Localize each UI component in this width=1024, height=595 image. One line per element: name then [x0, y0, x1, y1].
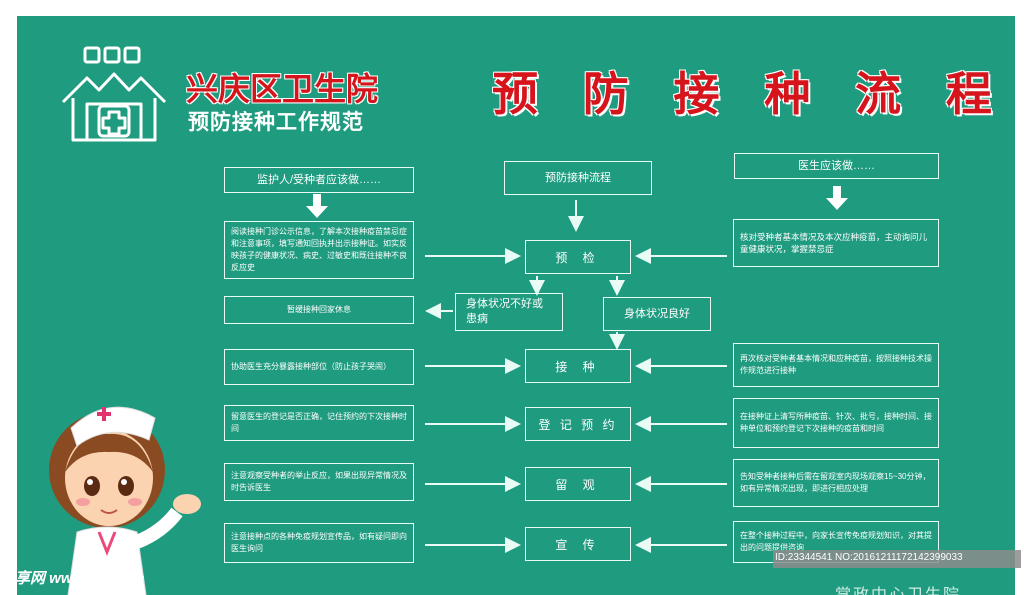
clinic-logo-icon: [61, 46, 167, 142]
left-item-register: 留意医生的登记是否正确，记住预约的下次接种时间: [224, 405, 414, 441]
page-title: 预 防 接 种 流 程: [492, 68, 1008, 120]
left-item-precheck: 阅读接种门诊公示信息，了解本次接种疫苗禁忌症和注意事项，填写通知回执并出示接种证…: [224, 221, 414, 279]
org-name: 兴庆区卫生院: [186, 71, 379, 107]
doctor-header: 医生应该做……: [734, 153, 939, 179]
guardian-header: 监护人/受种者应该做……: [224, 167, 414, 193]
right-item-observe: 告知受种者接种后需在留观室内现场观察15~30分钟，如有异常情况出现，即进行相应…: [733, 459, 939, 507]
left-item-promote: 注意接种点的各种免疫规划宣传品，如有疑问即向医生询问: [224, 523, 414, 563]
right-item-register: 在接种证上清写所种疫苗、针次、批号，接种时间、接种单位和预约登记下次接种的疫苗和…: [733, 398, 939, 448]
watermark-bar: [773, 550, 1021, 568]
left-item-vaccinate: 协助医生充分暴露接种部位（防止孩子哭闹）: [224, 349, 414, 385]
step-precheck: 预 检: [525, 240, 631, 274]
left-item-observe: 注意观察受种者的举止反应，如果出现异常情况及时告诉医生: [224, 463, 414, 501]
process-header: 预防接种流程: [504, 161, 652, 195]
org-subtitle: 预防接种工作规范: [188, 111, 364, 134]
branch-go-home: 暂缓接种回家休息: [224, 296, 414, 324]
watermark-id: ID:23344541 NO:20161211172142399033: [775, 552, 963, 563]
branch-unwell: 身体状况不好或患病: [455, 293, 563, 331]
flow-arrows: [306, 186, 848, 553]
right-item-vaccinate: 再次核对受种者基本情况和应种疫苗，按照接种技术操作规范进行接种: [733, 343, 939, 387]
branch-well: 身体状况良好: [603, 297, 711, 331]
poster-board: 兴庆区卫生院 预防接种工作规范 预 防 接 种 流 程: [17, 16, 1015, 595]
step-vaccinate: 接 种: [525, 349, 631, 383]
right-item-precheck: 核对受种者基本情况及本次应种疫苗，主动询问儿童健康状况，掌握禁忌症: [733, 219, 939, 267]
footer-unit: 掌政中心卫生院: [835, 581, 961, 595]
step-observe: 留 观: [525, 467, 631, 501]
nurse-illustration: [49, 406, 201, 595]
step-register: 登 记 预 约: [525, 407, 631, 441]
step-promote: 宣 传: [525, 527, 631, 561]
watermark-site: 昵享网 www.nipic.cn: [0, 570, 145, 587]
